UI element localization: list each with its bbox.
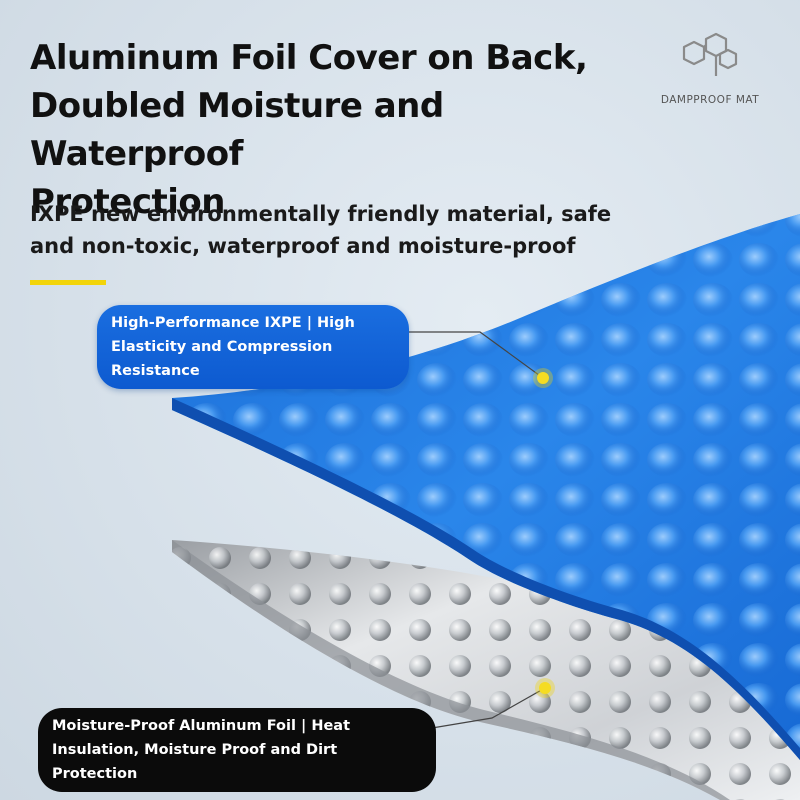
brand-name: DAMPPROOF MAT	[660, 94, 760, 106]
yellow-accent-line	[30, 280, 106, 285]
bottom-leader-line	[407, 687, 546, 733]
hexagon-molecule-icon	[682, 32, 738, 76]
title-line-3: Protection	[30, 182, 225, 222]
foil-label-line-2: Insulation, Moisture Proof and Dirt Prot…	[52, 742, 338, 782]
title-line-1: Aluminum Foil Cover on Back,	[30, 38, 588, 78]
top-leader-line	[381, 331, 544, 379]
title-line-2: Doubled Moisture and Waterproof	[30, 86, 444, 174]
subtitle-line-2: and non-toxic, waterproof and moisture-p…	[30, 234, 576, 258]
page-title: Aluminum Foil Cover on Back, Doubled Moi…	[30, 34, 630, 226]
subtitle-line-1: IXPE new environmentally friendly materi…	[30, 202, 612, 226]
foil-layer-label: Moisture-Proof Aluminum Foil | Heat Insu…	[38, 708, 436, 792]
foil-label-line-1: Moisture-Proof Aluminum Foil | Heat	[52, 718, 351, 734]
yellow-dot-icon	[535, 678, 555, 698]
page-subtitle: IXPE new environmentally friendly materi…	[30, 198, 630, 262]
ixpe-layer-label: High-Performance IXPE | High Elasticity …	[97, 305, 409, 389]
ixpe-label-line-1: High-Performance IXPE | High	[111, 315, 355, 331]
brand-logo: DAMPPROOF MAT	[650, 22, 770, 132]
ixpe-label-line-2: Elasticity and Compression Resistance	[111, 339, 333, 379]
yellow-dot-icon	[533, 368, 553, 388]
